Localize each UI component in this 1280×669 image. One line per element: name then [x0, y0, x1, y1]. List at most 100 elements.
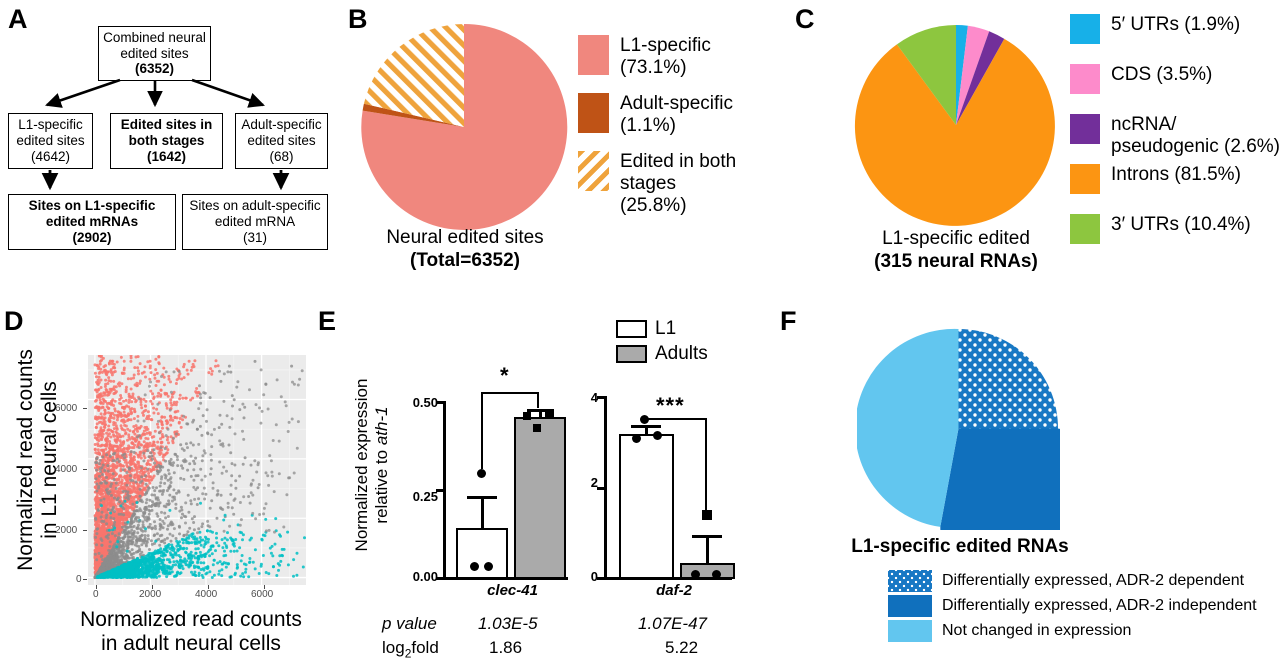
legend-item-adults: Adults: [616, 343, 708, 365]
box-line: Combined neural: [103, 29, 206, 45]
clec41-y-tick: 0.00: [412, 569, 438, 584]
panel-c-caption-line1: L1-specific edited: [882, 228, 1030, 249]
scatter-x-axis-title: Normalized read counts in adult neural c…: [46, 608, 336, 656]
x-tickmark: [208, 585, 209, 589]
panel-e-y-axis-title: Normalized expression relative to ath-1: [352, 350, 393, 580]
legend-label-l1-specific: L1-specific (73.1%): [620, 35, 711, 79]
box-line: edited sites: [247, 133, 316, 149]
box-count: (68): [269, 148, 294, 164]
daf2-y-tick: 2: [590, 475, 598, 490]
legend-swatch-5utr: [1070, 14, 1100, 44]
box-line: Sites on L1-specific: [28, 198, 156, 214]
clec41-sig-bracket-right: [537, 392, 540, 408]
legend-label-adr2-independent: Differentially expressed, ADR-2 independ…: [942, 597, 1257, 614]
daf2-adults-point: [712, 570, 721, 579]
panel-b-legend: L1-specific (73.1%) Adult-specific (1.1%…: [578, 35, 793, 219]
legend-swatch-adult-specific: [578, 93, 609, 134]
legend-label-adult-specific: Adult-specific (1.1%): [620, 93, 733, 137]
legend-swatch-3utr: [1070, 214, 1100, 245]
legend-label-5utr: 5′ UTRs (1.9%): [1111, 14, 1241, 35]
panel-b-letter: B: [348, 4, 368, 34]
legend-item-ncrna: ncRNA/ pseudogenic (2.6%): [1070, 114, 1280, 158]
daf2-sig-bracket-top: [645, 418, 707, 421]
legend-swatch-ncrna: [1070, 114, 1100, 144]
x-tick-label: 0: [93, 589, 99, 600]
y-tickmark: [83, 530, 87, 531]
legend-swatch-adr2-independent: [888, 595, 932, 617]
panel-b-caption-line1: Neural edited sites: [386, 227, 544, 248]
box-line: edited mRNAs: [45, 214, 139, 230]
legend-item-3utr: 3′ UTRs (10.4%): [1070, 214, 1280, 245]
clec41-l1-point: [477, 469, 486, 478]
daf2-gene-label: daf-2: [656, 582, 692, 599]
panel-d-letter: D: [4, 306, 24, 336]
y-tick-label: 0: [76, 574, 82, 585]
clec41-adults-point: [533, 424, 541, 432]
clec41-ytick-000: [436, 577, 444, 580]
x-tick-label: 4000: [195, 589, 218, 600]
x-tickmark: [152, 585, 153, 589]
legend-label-introns: Introns (81.5%): [1111, 164, 1241, 186]
daf2-sig-bracket-right: [705, 418, 708, 512]
legend-label-adr2-dependent: Differentially expressed, ADR-2 dependen…: [942, 572, 1245, 589]
daf2-y-axis: [604, 396, 607, 579]
clec41-ytick-025: [436, 489, 444, 492]
clec41-y-axis: [443, 401, 446, 579]
legend-label-ncrna: ncRNA/ pseudogenic (2.6%): [1111, 114, 1280, 158]
clec41-l1-point: [470, 562, 479, 571]
panel-f-legend: Differentially expressed, ADR-2 dependen…: [888, 570, 1280, 644]
clec41-bar-adults: [514, 417, 566, 579]
legend-item-adr2-dependent: Differentially expressed, ADR-2 dependen…: [888, 570, 1280, 592]
panel-b-pie-chart: [361, 23, 568, 230]
scatter-plot-points: [88, 355, 306, 585]
daf2-bar-adults: [680, 563, 735, 579]
flowchart-box-l1-specific-sites: L1-specific edited sites (4642): [8, 113, 93, 169]
daf2-pvalue: 1.07E-47: [638, 614, 707, 633]
clec41-sig-bracket-top: [481, 392, 539, 395]
legend-item-l1: L1: [616, 318, 708, 340]
box-count: (1642): [146, 148, 187, 164]
e-y-gene-ref: ath-1: [372, 406, 392, 446]
box-count: (6352): [134, 61, 175, 77]
flowchart-box-both-stages: Edited sites in both stages (1642): [110, 113, 223, 169]
y-axis-line2: in L1 neural cells: [38, 381, 62, 539]
box-line: L1-specific: [18, 117, 83, 133]
daf2-l1-point: [653, 431, 662, 440]
legend-item-5utr: 5′ UTRs (1.9%): [1070, 14, 1280, 44]
legend-label-not-changed: Not changed in expression: [942, 622, 1132, 639]
daf2-y-tick: 0: [590, 569, 598, 584]
daf2-l1-point: [640, 415, 649, 424]
y-tickmark: [83, 469, 87, 470]
box-line: edited mRNA: [214, 214, 296, 230]
box-line: both stages: [128, 133, 205, 149]
y-axis-line1: Normalized read counts: [14, 349, 37, 571]
daf2-bar-l1: [619, 434, 674, 579]
clec41-adults-point: [523, 412, 531, 420]
clec41-bar-l1: [456, 528, 508, 579]
daf2-l1-point: [632, 434, 641, 443]
legend-swatch-adr2-dependent: [888, 570, 932, 592]
box-line: edited sites: [16, 133, 85, 149]
daf2-ytick-0: [597, 577, 605, 580]
e-y-line1: Normalized expression: [352, 378, 371, 552]
clec41-pvalue: 1.03E-5: [478, 614, 538, 633]
daf2-significance: ***: [656, 393, 685, 418]
y-tick-label: 6000: [55, 403, 78, 414]
clec41-l1-errorbar-cap: [467, 496, 497, 499]
panel-c-caption-line2: (315 neural RNAs): [874, 250, 1038, 272]
legend-swatch-introns: [1070, 164, 1100, 195]
daf2-y-tick: 4: [590, 390, 598, 405]
box-count: (2902): [72, 229, 112, 245]
box-count: (31): [242, 229, 267, 245]
x-tick-label: 2000: [139, 589, 162, 600]
panel-f-caption: L1-specific edited RNAs: [851, 536, 1069, 557]
panel-c-legend: 5′ UTRs (1.9%) CDS (3.5%) ncRNA/ pseudog…: [1070, 14, 1280, 246]
daf2-ytick-4: [597, 396, 605, 399]
clec41-log2fold: 1.86: [489, 638, 523, 657]
legend-swatch-cds: [1070, 64, 1100, 94]
clec41-l1-errorbar-stem: [481, 496, 484, 530]
x-tick-label: 6000: [251, 589, 274, 600]
daf2-ytick-2: [597, 487, 605, 490]
daf2-l1-errorbar-stem: [645, 425, 648, 436]
panel-e-letter: E: [318, 306, 337, 336]
